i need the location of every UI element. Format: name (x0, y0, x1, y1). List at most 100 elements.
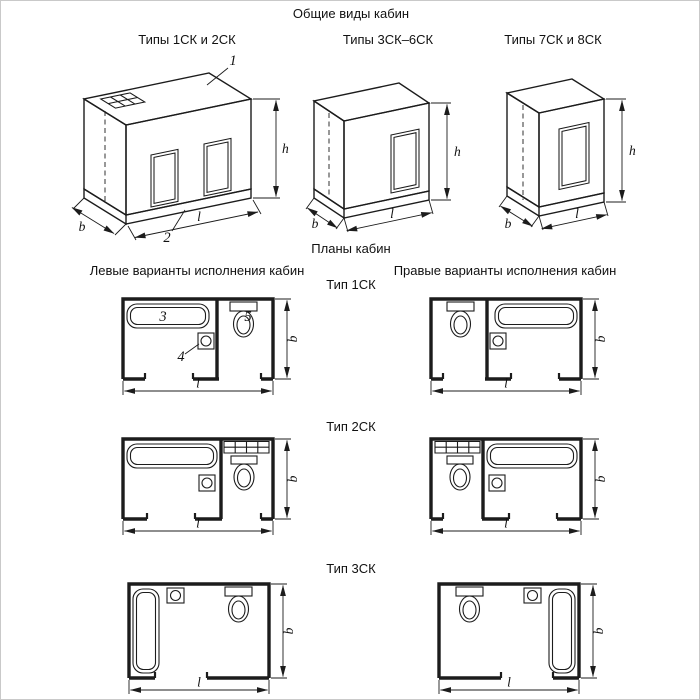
dim-l-label: l (197, 209, 201, 224)
left-variants-title: Левые варианты исполнения кабин (89, 263, 305, 278)
washbasin-bowl (526, 589, 539, 602)
dim-l-extension-lines (343, 199, 434, 233)
right-variants-title: Правые варианты исполнения кабин (393, 263, 617, 278)
dim-b-label: b (312, 216, 319, 231)
dim-l-label: l (575, 206, 579, 221)
toilet-bowl-inner (236, 315, 251, 335)
dim-b-extension-lines (271, 583, 287, 679)
bathtub-inner (551, 591, 573, 671)
dim-b-extension-lines (581, 583, 597, 679)
vent-unit-grille (434, 440, 481, 454)
toilet-tank (230, 455, 258, 465)
views-section-title: Общие виды кабин (292, 6, 410, 21)
room-layout-mirrored (437, 582, 581, 680)
dim-h-extension-lines (431, 102, 451, 201)
dim-h-extension-lines (253, 98, 280, 199)
dim-l-extension-lines (430, 521, 582, 535)
dim-l-extension-lines (438, 680, 580, 694)
view-3-title: Типы 7СК и 8СК (504, 32, 602, 47)
bathtub (132, 588, 160, 674)
plan-type-2-title: Тип 2СК (326, 419, 376, 434)
dim-b-extension-lines (583, 438, 599, 520)
outer-walls (437, 582, 581, 678)
dim-l-label: l (197, 675, 201, 690)
toilet-tank (455, 586, 484, 597)
bathtub (486, 443, 578, 469)
toilet-tank (446, 301, 475, 312)
toilet-bowl-inner (236, 468, 252, 488)
callout-sink-label: 4 (177, 349, 184, 365)
isometric-view-2: h b l (305, 82, 461, 233)
dim-b-label: b (593, 335, 608, 342)
toilet-bowl-inner (231, 600, 246, 620)
bathtub (548, 588, 576, 674)
dim-l-line (134, 211, 259, 239)
toilet-bowl-inner (452, 468, 468, 488)
room-layout (121, 297, 275, 381)
toilet-tank (224, 586, 253, 597)
dim-l-extension-lines (122, 381, 274, 395)
toilet-bowl (227, 595, 250, 623)
dim-h-label: h (454, 144, 461, 159)
washbasin (489, 332, 507, 350)
dim-l-label: l (504, 376, 508, 391)
outer-walls (121, 437, 275, 519)
door-jamb-ticks (499, 672, 555, 678)
toilet-bowl (232, 310, 255, 338)
bathtub-inner (135, 591, 157, 671)
washbasin (198, 474, 216, 492)
toilet-bowl (449, 310, 472, 338)
callout-sink-leader (184, 343, 200, 355)
dim-l-line (541, 214, 608, 230)
toilet-bowl (458, 595, 481, 623)
door-opening (558, 121, 590, 191)
plan-3sk-right: l b (437, 582, 606, 694)
washbasin (488, 474, 506, 492)
door-jamb-ticks (143, 373, 263, 379)
bathtub-inner (129, 446, 215, 466)
dim-b-label: b (285, 475, 300, 482)
dim-b-line (71, 207, 115, 234)
washbasin-bowl (491, 477, 503, 489)
dim-b-label: b (79, 219, 86, 234)
cabin-base-frame (313, 187, 430, 220)
dim-h-label: h (629, 143, 636, 158)
dim-b-extension-lines (72, 197, 127, 236)
dim-l-line (346, 212, 433, 232)
dim-l-label: l (196, 376, 200, 391)
room-layout (127, 582, 271, 680)
plan-2sk-left: l b (121, 437, 300, 535)
dim-h-label: h (282, 141, 289, 156)
dim-b-extension-lines (275, 438, 291, 520)
dim-l-extension-lines (538, 201, 609, 231)
door-jamb-ticks (441, 373, 561, 379)
dim-l-label: l (507, 675, 511, 690)
callout-toilet-label: 5 (244, 309, 251, 325)
room-layout-mirrored (429, 297, 583, 381)
cabin-front-face (538, 98, 605, 208)
dim-b-label: b (285, 335, 300, 342)
dim-b-label: b (591, 627, 606, 634)
cabin-front-face (125, 98, 252, 216)
isometric-view-3: h b l (498, 78, 636, 231)
dim-l-label: l (504, 516, 508, 531)
dim-b-extension-lines (583, 298, 599, 380)
view-2-title: Типы 3СК–6СК (342, 32, 434, 47)
dim-l-label: l (196, 516, 200, 531)
door-opening (390, 128, 420, 194)
callout-1-label: 1 (229, 53, 236, 69)
room-layout (121, 437, 275, 521)
callout-1-leader (206, 67, 229, 86)
bathtub (126, 303, 210, 329)
bathtub (126, 443, 218, 469)
dim-b-label: b (593, 475, 608, 482)
plan-3sk-left: l b (127, 582, 296, 694)
plan-1sk-left: 3 4 5 l b (121, 297, 300, 395)
plans-section-title: Планы кабин (311, 241, 391, 256)
outer-walls (127, 582, 271, 678)
callout-bath-label: 3 (158, 309, 166, 325)
outer-walls (121, 297, 275, 379)
bathtub (494, 303, 578, 329)
plan-1sk-right: l b (429, 297, 608, 395)
door-jamb-ticks (153, 672, 209, 678)
